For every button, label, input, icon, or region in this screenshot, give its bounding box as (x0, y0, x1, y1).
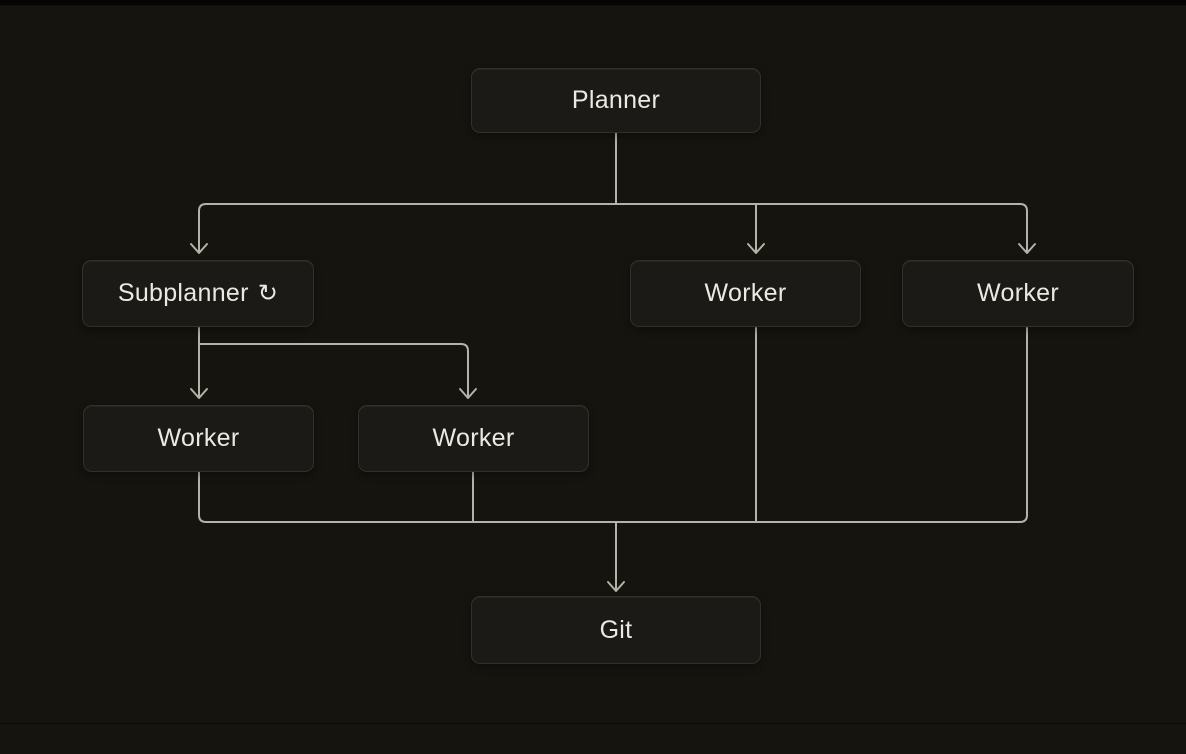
window-bottom-edge (0, 723, 1186, 724)
arrowhead (459, 388, 477, 399)
node-worker-c: Worker (83, 405, 314, 472)
node-label: Planner (571, 86, 661, 114)
node-worker-a: Worker (630, 260, 861, 327)
window-top-edge (0, 0, 1186, 6)
arrowhead (747, 243, 765, 254)
node-label: Worker (432, 424, 515, 452)
arrowhead (190, 388, 208, 399)
node-label: Git (599, 615, 633, 644)
node-git: Git (471, 596, 761, 664)
node-label: Worker (157, 424, 240, 452)
edge-rail-2 (198, 343, 469, 397)
node-label: Worker (977, 279, 1059, 307)
arrowhead (607, 581, 625, 592)
node-label: Subplanner (117, 279, 249, 307)
edge-rail-3 (198, 327, 1028, 523)
arrowhead (190, 243, 208, 254)
node-worker-d: Worker (358, 405, 589, 472)
node-label: Worker (704, 279, 787, 307)
refresh-icon: ↻ (257, 279, 279, 307)
edge-rail-1 (198, 203, 1028, 252)
node-planner: Planner (471, 68, 761, 133)
node-subplanner: Subplanner ↻ (82, 260, 314, 327)
arrowhead (1018, 243, 1036, 254)
node-worker-b: Worker (902, 260, 1134, 327)
